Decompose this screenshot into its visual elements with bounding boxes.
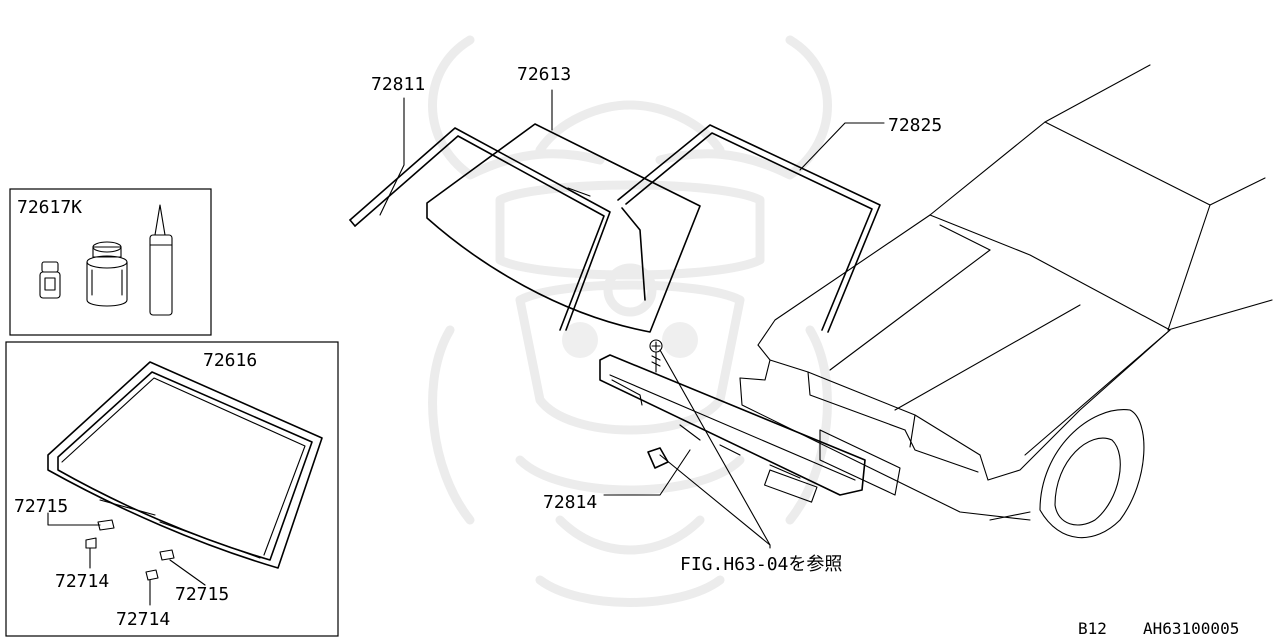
reference-note: FIG.H63-04を参照 xyxy=(680,554,842,575)
label-72811: 72811 xyxy=(371,74,425,95)
label-72814: 72814 xyxy=(543,492,597,513)
roof-moulding-part xyxy=(349,127,611,331)
adhesive-kit-box xyxy=(9,188,212,336)
label-72617K: 72617K xyxy=(17,197,82,218)
label-72714-left: 72714 xyxy=(55,571,109,592)
car-body-outline xyxy=(739,64,1273,539)
outer-moulding-part xyxy=(617,124,881,333)
label-72715-right: 72715 xyxy=(175,584,229,605)
label-72825: 72825 xyxy=(888,115,942,136)
label-72616: 72616 xyxy=(203,350,257,371)
screw-icon xyxy=(649,339,663,373)
footer-diagram-code: AH63100005 xyxy=(1143,619,1239,638)
label-72714-right: 72714 xyxy=(116,609,170,630)
primer-bottle-icon xyxy=(86,241,128,307)
windshield-glass-part xyxy=(426,123,701,333)
cowl-moulding-part xyxy=(599,354,866,503)
samurai-watermark-icon xyxy=(428,35,832,607)
label-72715-left: 72715 xyxy=(14,496,68,517)
label-72613: 72613 xyxy=(517,64,571,85)
sealant-cartridge-icon xyxy=(149,204,173,316)
leader-lines xyxy=(379,89,885,549)
dam-rubber-box xyxy=(5,341,339,637)
small-cap-icon xyxy=(39,261,61,299)
footer-model: B12 xyxy=(1078,619,1107,638)
